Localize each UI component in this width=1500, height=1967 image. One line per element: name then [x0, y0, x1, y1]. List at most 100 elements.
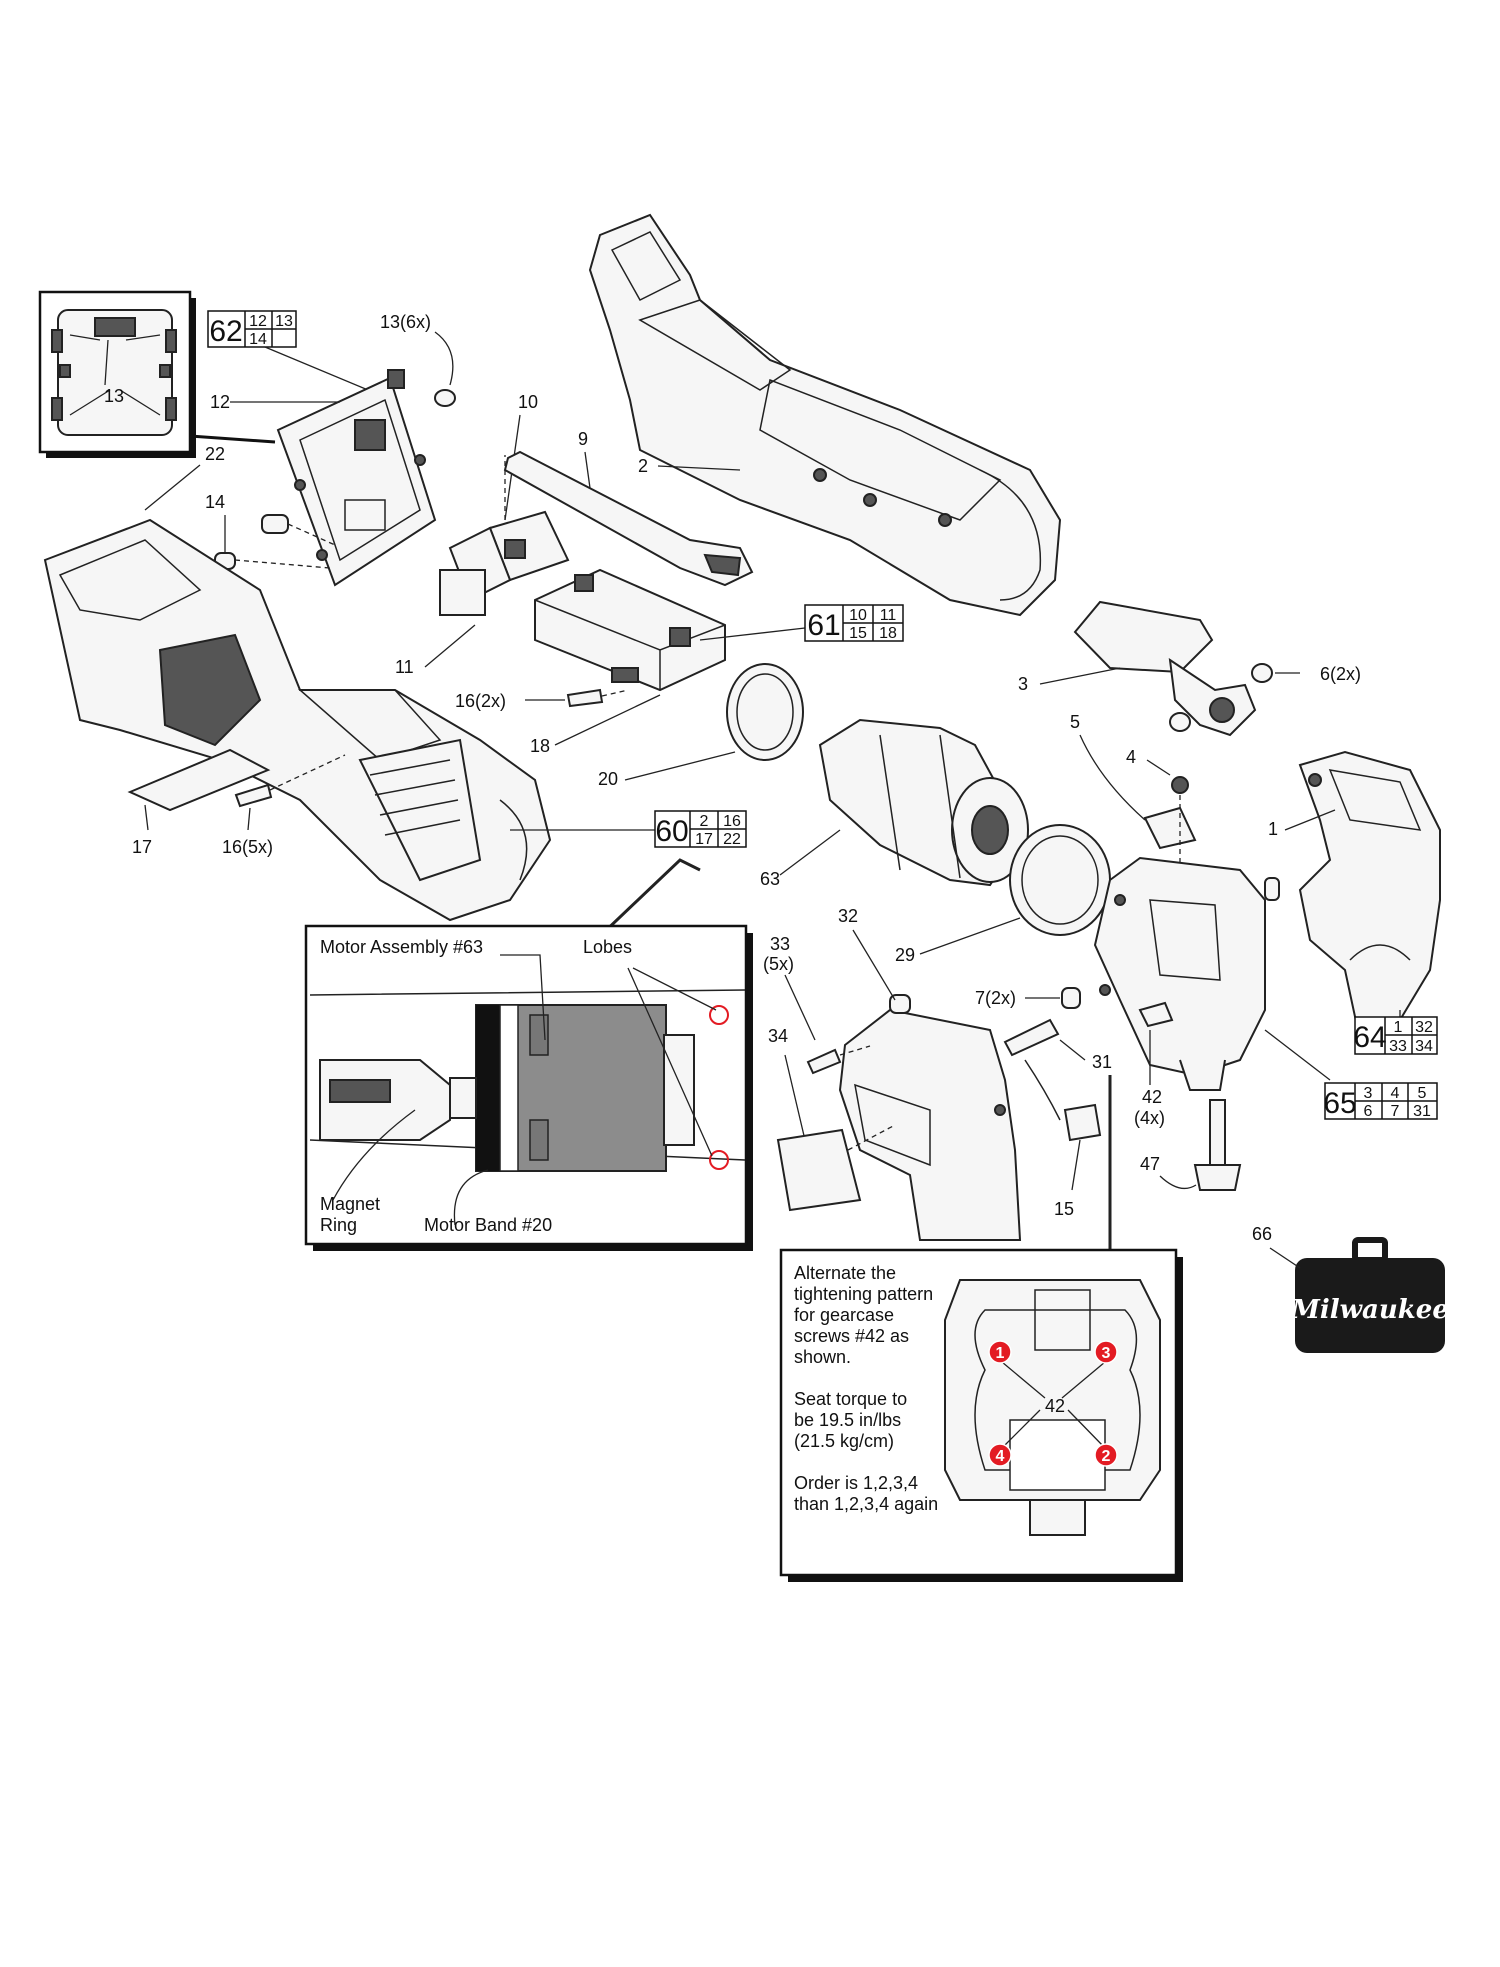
part-label: 15 [1054, 1199, 1074, 1219]
part-label: (5x) [763, 954, 794, 974]
note-line: (21.5 kg/cm) [794, 1431, 894, 1451]
part-label: 6(2x) [1320, 664, 1361, 684]
part-label: 33 [770, 934, 790, 954]
kit-cell: 17 [695, 831, 713, 848]
carrying-case: Milwaukee [1290, 1237, 1449, 1353]
part-label: 22 [205, 444, 225, 464]
kit-cell: 31 [1413, 1103, 1431, 1120]
brand-logo: Milwaukee [1290, 1295, 1449, 1325]
part-label: 63 [760, 869, 780, 889]
part-label: 16(2x) [455, 691, 506, 711]
detail-label: Motor Band #20 [424, 1215, 552, 1235]
part-label: 13(6x) [380, 312, 431, 332]
part-label: 31 [1092, 1052, 1112, 1072]
kit-cell: 32 [1415, 1019, 1433, 1036]
kit-cell: 2 [700, 813, 709, 830]
kit-number: 62 [209, 315, 242, 348]
part-label: 13 [104, 386, 124, 406]
detail-label: Motor Assembly #63 [320, 937, 483, 957]
detail-label: Magnet [320, 1194, 380, 1214]
gearcase-note-text: Alternate the tightening pattern for gea… [794, 1263, 938, 1514]
part-20-motor-band [726, 663, 804, 761]
kit-cell: 14 [249, 331, 267, 348]
kit-cell: 4 [1391, 1085, 1400, 1102]
part-label: 4 [1126, 747, 1136, 767]
part-label: 2 [638, 456, 648, 476]
gearcase-screw-pattern: 42 [944, 1279, 1161, 1536]
kit-cell: 15 [849, 625, 867, 642]
kit-number: 64 [1353, 1021, 1386, 1054]
part-label: 16(5x) [222, 837, 273, 857]
kit-cell: 18 [879, 625, 897, 642]
kit-cell: 6 [1364, 1103, 1373, 1120]
motor-detail-inset: Motor Assembly #63 Lobes Magnet Ring Mot… [304, 924, 753, 1251]
note-line: shown. [794, 1347, 851, 1367]
kit-cell: 5 [1418, 1085, 1427, 1102]
part-label: 34 [768, 1026, 788, 1046]
kit-box-64: 64 1 32 33 34 [1353, 1016, 1438, 1055]
part-label: 47 [1140, 1154, 1160, 1174]
part-label: 11 [395, 657, 414, 677]
note-line: Order is 1,2,3,4 [794, 1473, 918, 1493]
part-12-terminal-block [276, 369, 437, 587]
kit-number: 65 [1323, 1087, 1356, 1120]
part-label: (4x) [1134, 1108, 1165, 1128]
part-label: 20 [598, 769, 618, 789]
part-label: 5 [1070, 712, 1080, 732]
order-marker-circle [988, 1443, 1012, 1467]
gearcase [1093, 856, 1266, 1091]
kit-cell: 7 [1391, 1103, 1400, 1120]
note-line: Alternate the [794, 1263, 896, 1283]
kit-cell: 34 [1415, 1038, 1433, 1055]
note-line: Seat torque to [794, 1389, 907, 1409]
part-label: 18 [530, 736, 550, 756]
kit-number: 60 [655, 815, 688, 848]
part-label: 1 [1268, 819, 1278, 839]
part-label: 12 [210, 392, 230, 412]
part-63-motor [818, 718, 1029, 887]
part-label: 17 [132, 837, 152, 857]
order-marker-circle [988, 1340, 1012, 1364]
kit-cell: 11 [880, 607, 897, 624]
part-10-switch [439, 510, 570, 616]
part-label: 29 [895, 945, 915, 965]
kit-cell: 3 [1364, 1085, 1373, 1102]
part-label: 9 [578, 429, 588, 449]
note-line: tightening pattern [794, 1284, 933, 1304]
note-line: for gearcase [794, 1305, 894, 1325]
part-9-lever [503, 450, 754, 587]
order-marker-number: 1 [996, 1345, 1005, 1362]
note-line: than 1,2,3,4 again [794, 1494, 938, 1514]
terminal-inset: 13 [38, 290, 196, 458]
part-label: 10 [518, 392, 538, 412]
order-marker-number: 3 [1102, 1345, 1111, 1362]
part-18-controller [534, 568, 726, 692]
part-label: 32 [838, 906, 858, 926]
kit-box-60: 60 2 16 17 22 [654, 810, 747, 848]
kit-cell: 13 [275, 313, 293, 330]
part-3-paddle [1073, 600, 1257, 737]
part-label: 14 [205, 492, 225, 512]
screw-label: 42 [1045, 1396, 1065, 1416]
order-marker-circle [1094, 1340, 1118, 1364]
kit-number: 61 [807, 609, 840, 642]
kit-cell: 16 [723, 813, 741, 830]
part-label: 66 [1252, 1224, 1272, 1244]
kit-cell: 12 [249, 313, 267, 330]
part-2-housing [588, 213, 1062, 617]
part-label: 7(2x) [975, 988, 1016, 1008]
kit-cell: 1 [1394, 1019, 1403, 1036]
note-line: be 19.5 in/lbs [794, 1410, 901, 1430]
kit-cell: 33 [1389, 1038, 1407, 1055]
kit-box-62: 62 12 13 14 [207, 310, 297, 348]
kit-cell: 10 [849, 607, 867, 624]
part-label: 42 [1142, 1087, 1162, 1107]
gearcase-note-inset: 42 Alternate the tightening pattern for … [779, 1248, 1183, 1582]
part-label: 3 [1018, 674, 1028, 694]
order-marker-number: 4 [996, 1448, 1005, 1465]
part-32-end-cap [838, 994, 1022, 1241]
kit-box-61: 61 10 11 15 18 [804, 604, 904, 642]
